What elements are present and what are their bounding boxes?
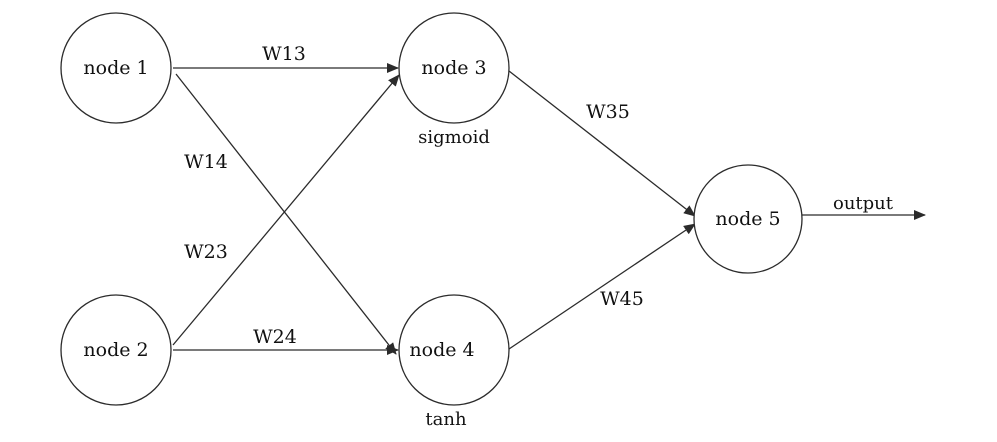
weight-label-w23: W23 [184,241,228,263]
node-5: node 5 [693,164,803,274]
weight-label-w13: W13 [262,43,306,65]
node-4: node 4 [398,294,510,406]
weight-label-w14: W14 [184,151,228,173]
output-label: output [833,193,894,214]
edge-2-3 [172,74,400,346]
node-3-label: node 3 [421,57,486,79]
edge-4-5 [508,223,696,350]
node-4-label: node 4 [409,339,474,361]
node-3: node 3 [398,12,510,124]
edge-3-5 [508,70,696,217]
node-1-label: node 1 [83,57,148,79]
node-1: node 1 [60,12,172,124]
node-5-label: node 5 [715,208,780,230]
edge-1-4 [175,73,397,355]
node-2: node 2 [60,294,172,406]
weight-label-w24: W24 [253,326,297,348]
node-4-activation-label: tanh [425,409,467,430]
node-3-activation-label: sigmoid [418,127,490,148]
node-2-label: node 2 [83,339,148,361]
weight-label-w35: W35 [586,101,630,123]
weight-label-w45: W45 [600,288,644,310]
